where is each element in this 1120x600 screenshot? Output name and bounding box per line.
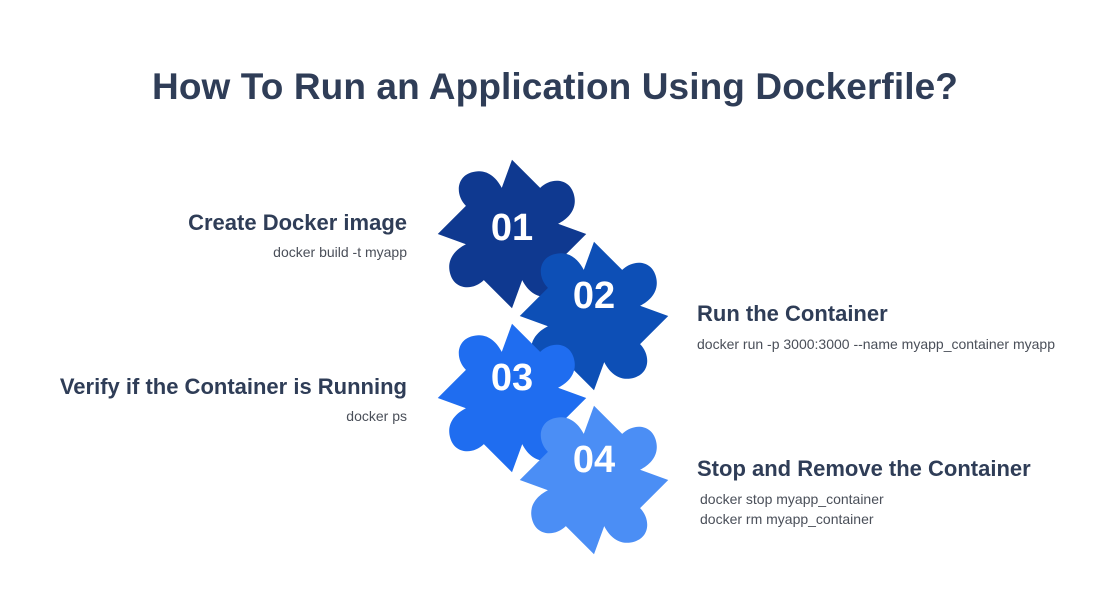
step-command: docker build -t myapp xyxy=(273,244,407,260)
step-number-02: 02 xyxy=(573,275,615,317)
step-heading: Verify if the Container is Running xyxy=(59,374,407,399)
step-number-03: 03 xyxy=(491,357,533,399)
page-title: How To Run an Application Using Dockerfi… xyxy=(152,66,958,107)
step-command: docker stop myapp_container xyxy=(700,491,884,507)
step-command: docker ps xyxy=(346,408,407,424)
step-number-04: 04 xyxy=(573,439,615,481)
step-heading: Stop and Remove the Container xyxy=(697,456,1031,481)
step-verify-running: Verify if the Container is Running docke… xyxy=(60,374,407,426)
step-number-01: 01 xyxy=(491,207,533,249)
step-heading: Create Docker image xyxy=(188,210,407,235)
step-heading: Run the Container xyxy=(697,301,888,326)
step-run-container: Run the Container docker run -p 3000:300… xyxy=(697,301,1055,354)
step-create-image: Create Docker image docker build -t myap… xyxy=(188,210,407,262)
step-command: docker rm myapp_container xyxy=(700,511,874,527)
step-command: docker run -p 3000:3000 --name myapp_con… xyxy=(697,336,1055,352)
step-stop-remove: Stop and Remove the Container docker sto… xyxy=(697,456,1031,529)
